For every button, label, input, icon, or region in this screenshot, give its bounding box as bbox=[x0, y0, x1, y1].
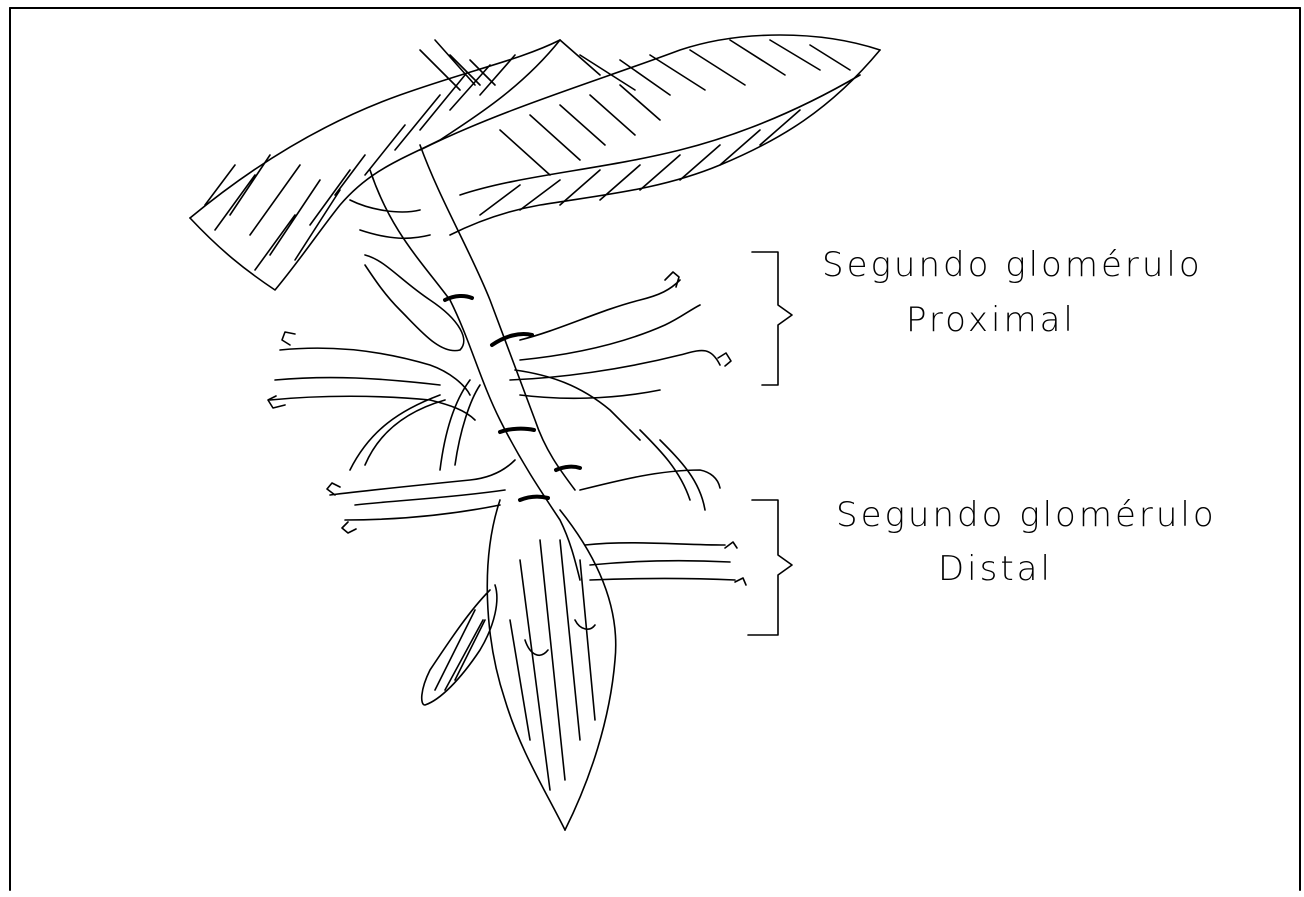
proximal-bracket bbox=[752, 252, 792, 385]
distal-label-position: Distal bbox=[938, 552, 1053, 586]
distal-bracket bbox=[748, 500, 792, 635]
distal-label-title: Segundo glomérulo bbox=[836, 498, 1217, 532]
figure-border bbox=[10, 8, 1300, 890]
terminal-bract bbox=[422, 500, 616, 830]
proximal-label-title: Segundo glomérulo bbox=[822, 248, 1203, 282]
proximal-glomerule-flowers bbox=[268, 255, 731, 470]
proximal-label-position: Proximal bbox=[906, 303, 1076, 337]
leaf-upper-left bbox=[190, 40, 560, 290]
distal-glomerule-flowers bbox=[327, 430, 746, 585]
main-stem bbox=[350, 145, 580, 580]
